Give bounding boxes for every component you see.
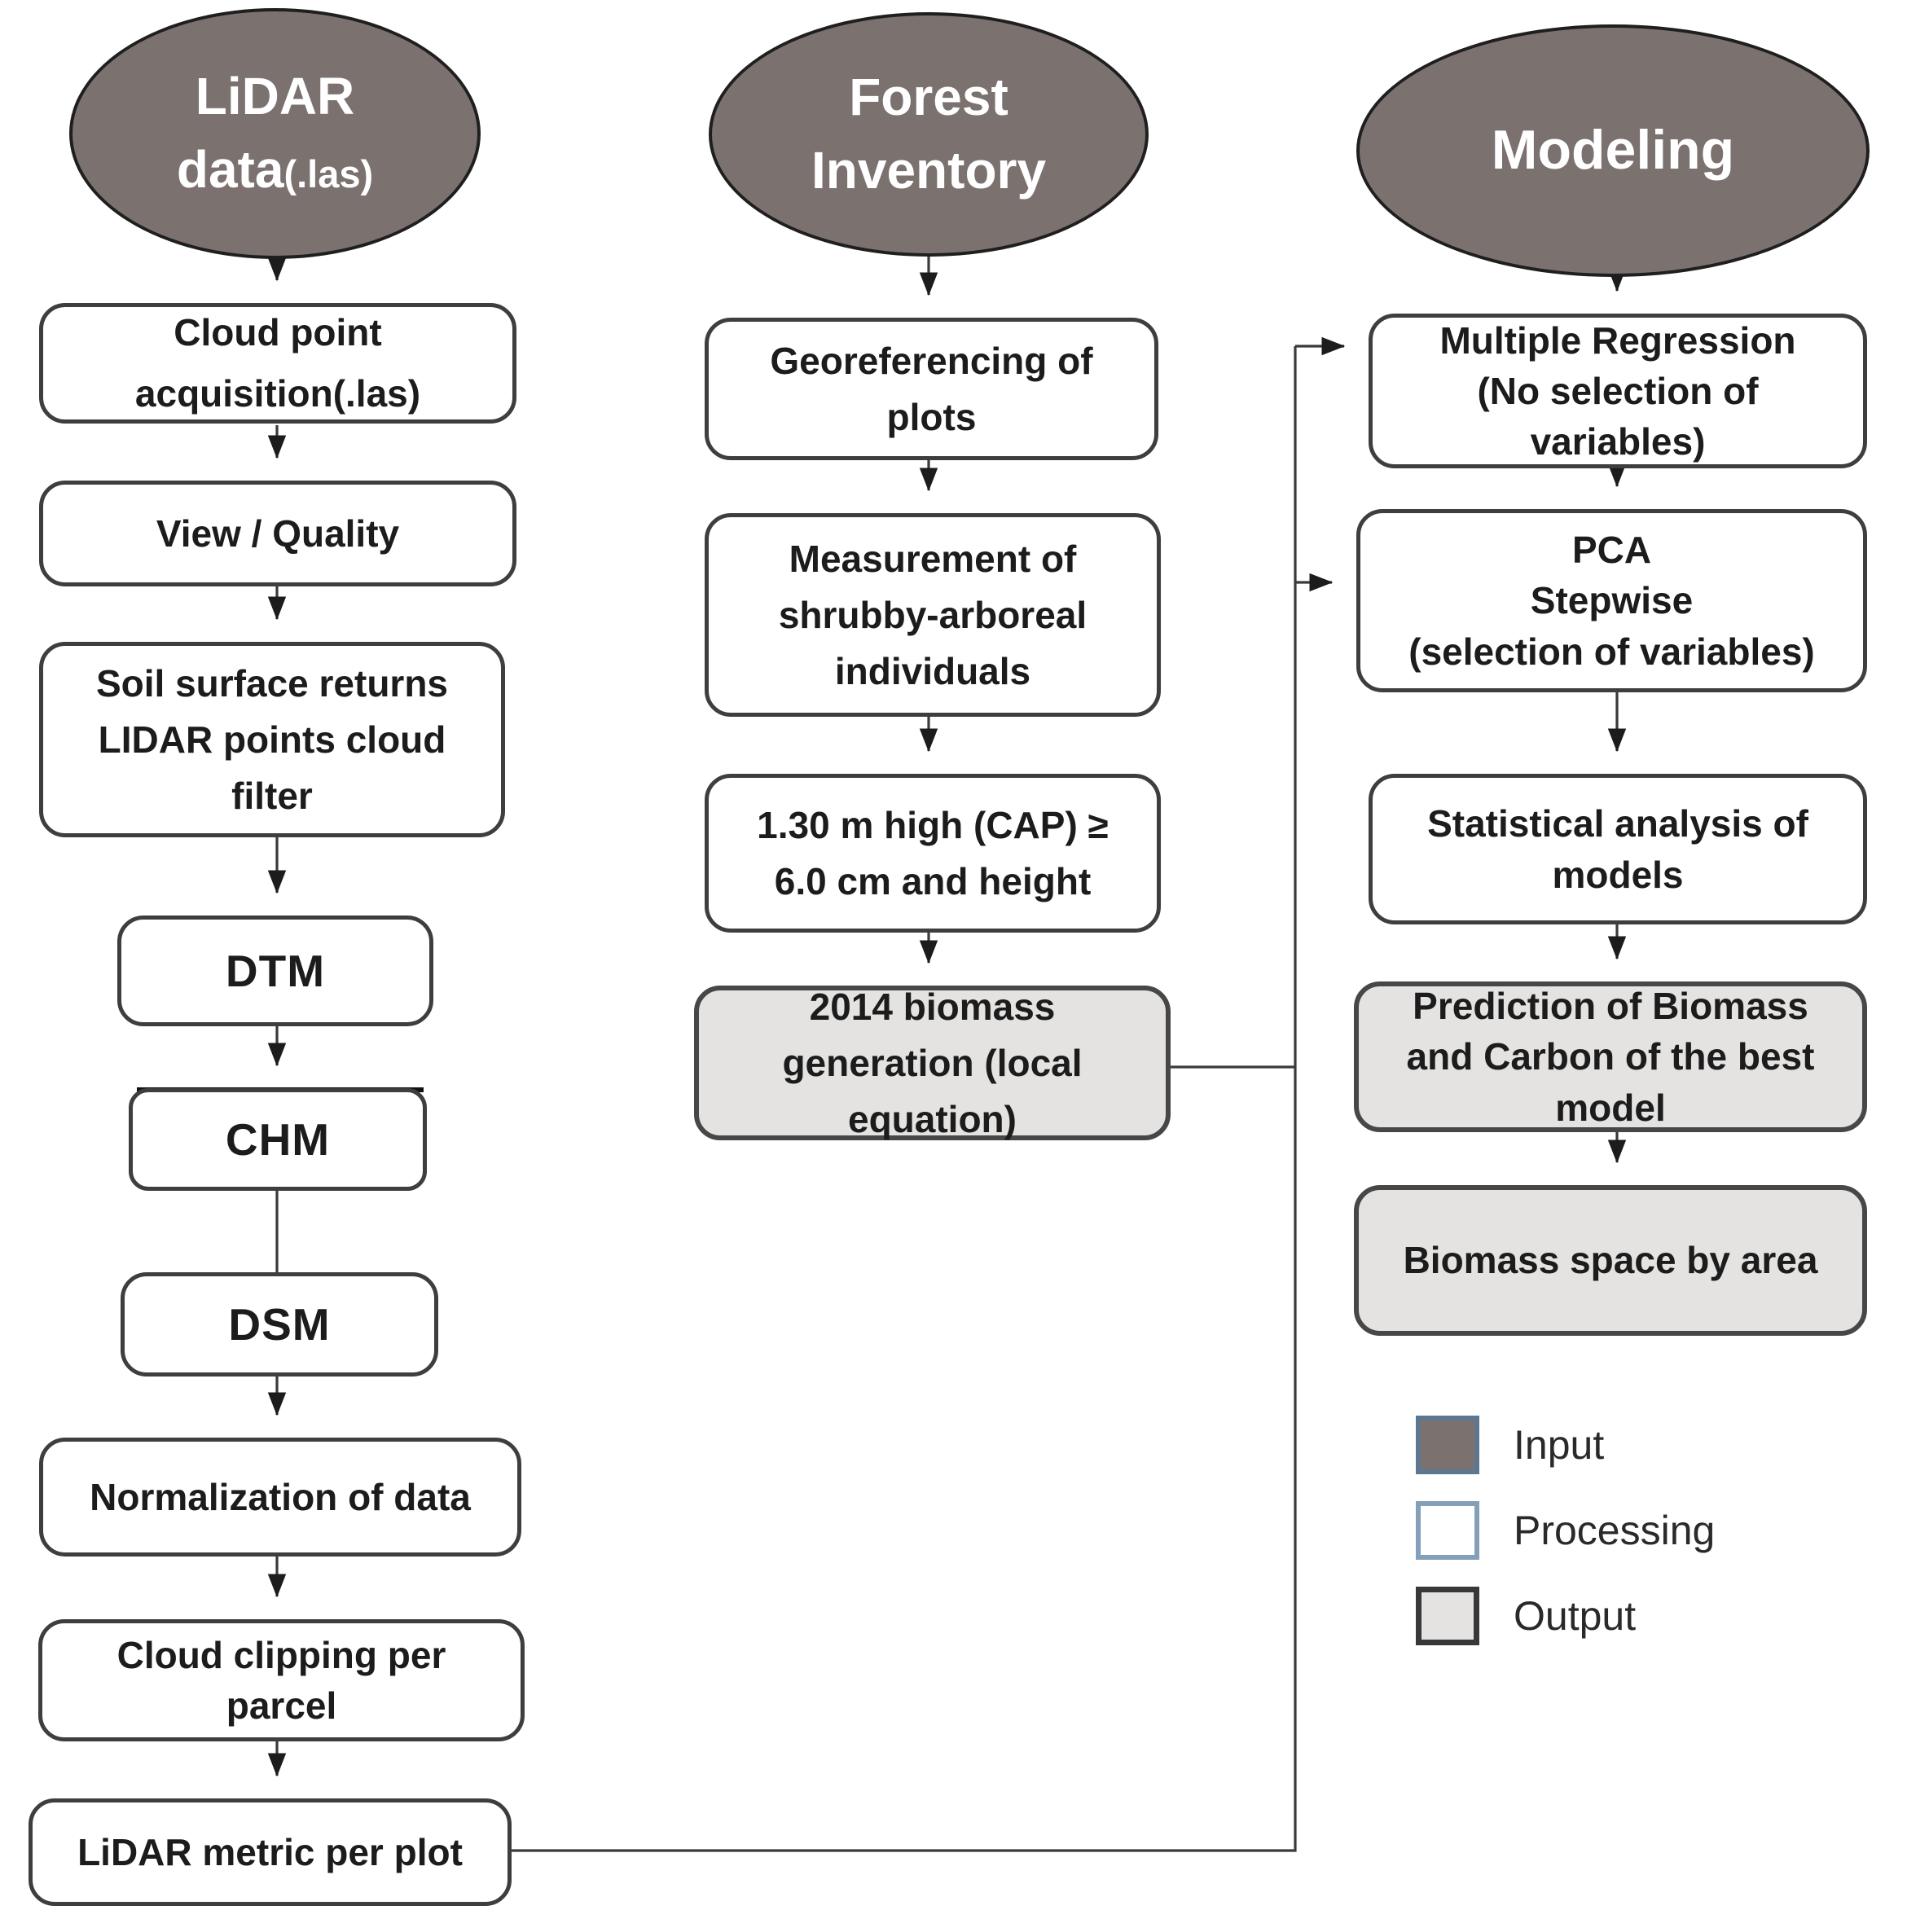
node-statistical-analysis: Statistical analysis of models xyxy=(1369,774,1867,924)
node-georeferencing-of-plots: Georeferencing of plots xyxy=(705,318,1158,460)
node-view-quality: View / Quality xyxy=(39,481,516,586)
node-pca-stepwise: PCA Stepwise (selection of variables) xyxy=(1356,509,1867,692)
node-soil-surface-filter: Soil surface returns LIDAR points cloud … xyxy=(39,642,505,837)
input-ellipse-modeling: Modeling xyxy=(1356,24,1870,277)
node-dsm: DSM xyxy=(121,1272,438,1377)
node-prediction-biomass-carbon: Prediction of Biomass and Carbon of the … xyxy=(1354,981,1867,1132)
node-cap-height-rule: 1.30 m high (CAP) ≥ 6.0 cm and height xyxy=(705,774,1161,933)
node-cloud-clipping-per-parcel: Cloud clipping per parcel xyxy=(38,1619,525,1741)
input-ellipse-lidar-data: LiDAR data(.las) xyxy=(69,8,481,259)
node-dtm: DTM xyxy=(117,916,433,1026)
node-biomass-space-by-area: Biomass space by area xyxy=(1354,1185,1867,1336)
node-lidar-metric-per-plot: LiDAR metric per plot xyxy=(29,1798,512,1906)
node-multiple-regression: Multiple Regression (No selection of var… xyxy=(1369,314,1867,468)
legend-processing-swatch xyxy=(1416,1501,1479,1560)
node-cloud-point-acquisition: Cloud point acquisition(.las) xyxy=(39,303,516,424)
legend-input-label: Input xyxy=(1514,1422,1605,1468)
node-measurement-shrubby-arboreal: Measurement of shrubby-arboreal individu… xyxy=(705,513,1161,717)
node-normalization-of-data: Normalization of data xyxy=(39,1438,521,1557)
node-2014-biomass-generation: 2014 biomass generation (local equation) xyxy=(694,986,1171,1140)
legend-processing-label: Processing xyxy=(1514,1508,1716,1553)
legend-item-processing: Processing xyxy=(1416,1501,1715,1560)
legend-item-output: Output xyxy=(1416,1587,1715,1645)
legend-input-swatch xyxy=(1416,1416,1479,1474)
legend-output-swatch xyxy=(1416,1587,1479,1645)
legend: Input Processing Output xyxy=(1416,1416,1715,1672)
node-chm: CHM xyxy=(129,1088,427,1191)
legend-output-label: Output xyxy=(1514,1593,1637,1639)
input-ellipse-forest-inventory: Forest Inventory xyxy=(709,12,1149,257)
ellipse-label: Modeling xyxy=(1491,119,1735,182)
ellipse-label: LiDAR data(.las) xyxy=(176,67,374,199)
ellipse-label: Forest Inventory xyxy=(811,68,1047,200)
line-lidar-metric-to-trunk xyxy=(512,346,1297,1852)
legend-item-input: Input xyxy=(1416,1416,1715,1474)
